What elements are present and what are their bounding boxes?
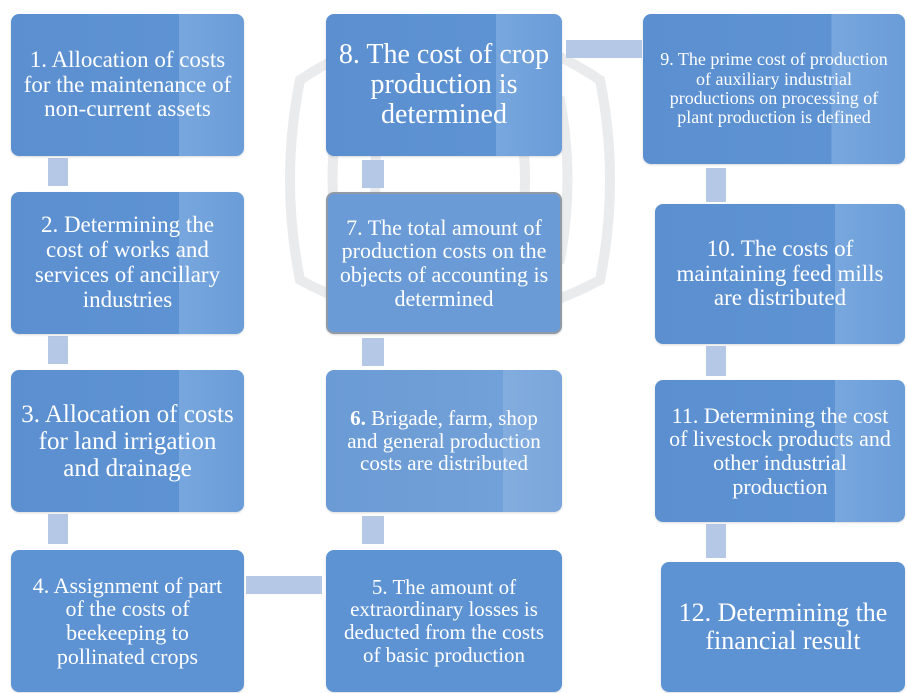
step-box-10: 10. The costs of maintaining feed mills … — [655, 204, 905, 344]
step-label-12: 12. Determining the financial result — [678, 597, 888, 655]
step-label-9: 9. The prime cost of production of auxil… — [660, 49, 888, 128]
step-label-6-wrap: 6. Brigade, farm, shop and general produ… — [336, 407, 552, 475]
step-box-9: 9. The prime cost of production of auxil… — [643, 14, 905, 164]
step-box-12: 12. Determining the financial result — [661, 562, 905, 692]
connector-8-9 — [566, 40, 642, 58]
connector-3-4 — [48, 514, 68, 544]
step-label-7: 7. The total amount of production costs … — [339, 214, 549, 311]
step-box-2: 2. Determining the cost of works and ser… — [11, 192, 244, 334]
step-box-7: 7. The total amount of production costs … — [326, 192, 562, 334]
step-label-6: Brigade, farm, shop and general producti… — [347, 405, 541, 476]
connector-11-12 — [706, 524, 726, 558]
step-box-4: 4. Assignment of part of the costs of be… — [11, 550, 244, 692]
step-box-11: 11. Determining the cost of livestock pr… — [655, 380, 905, 522]
connector-4-5 — [246, 576, 322, 594]
connector-2-3 — [48, 336, 68, 364]
step-label-5: 5. The amount of extraordinary losses is… — [343, 574, 545, 667]
connector-6-7 — [362, 338, 384, 366]
step-label-10: 10. The costs of maintaining feed mills … — [676, 235, 884, 311]
step-number-6: 6. — [350, 405, 366, 430]
connector-10-11 — [706, 346, 726, 376]
step-box-3: 3. Allocation of costs for land irrigati… — [11, 370, 244, 512]
connector-5-6 — [362, 516, 384, 544]
step-label-2: 2. Determining the cost of works and ser… — [34, 212, 221, 312]
step-label-11: 11. Determining the cost of livestock pr… — [669, 402, 891, 499]
step-label-8: 8. The cost of crop production is determ… — [338, 38, 550, 131]
step-label-3: 3. Allocation of costs for land irrigati… — [21, 400, 234, 482]
step-box-8: 8. The cost of crop production is determ… — [326, 14, 562, 156]
step-label-1: 1. Allocation of costs for the maintenan… — [23, 46, 232, 122]
step-box-5: 5. The amount of extraordinary losses is… — [326, 550, 562, 692]
step-label-4: 4. Assignment of part of the costs of be… — [32, 572, 223, 669]
connector-9-10 — [706, 168, 726, 202]
connector-7-8 — [362, 160, 384, 188]
step-box-1: 1. Allocation of costs for the maintenan… — [11, 14, 244, 156]
step-box-6: 6. Brigade, farm, shop and general produ… — [326, 370, 562, 512]
connector-1-2 — [48, 158, 68, 186]
